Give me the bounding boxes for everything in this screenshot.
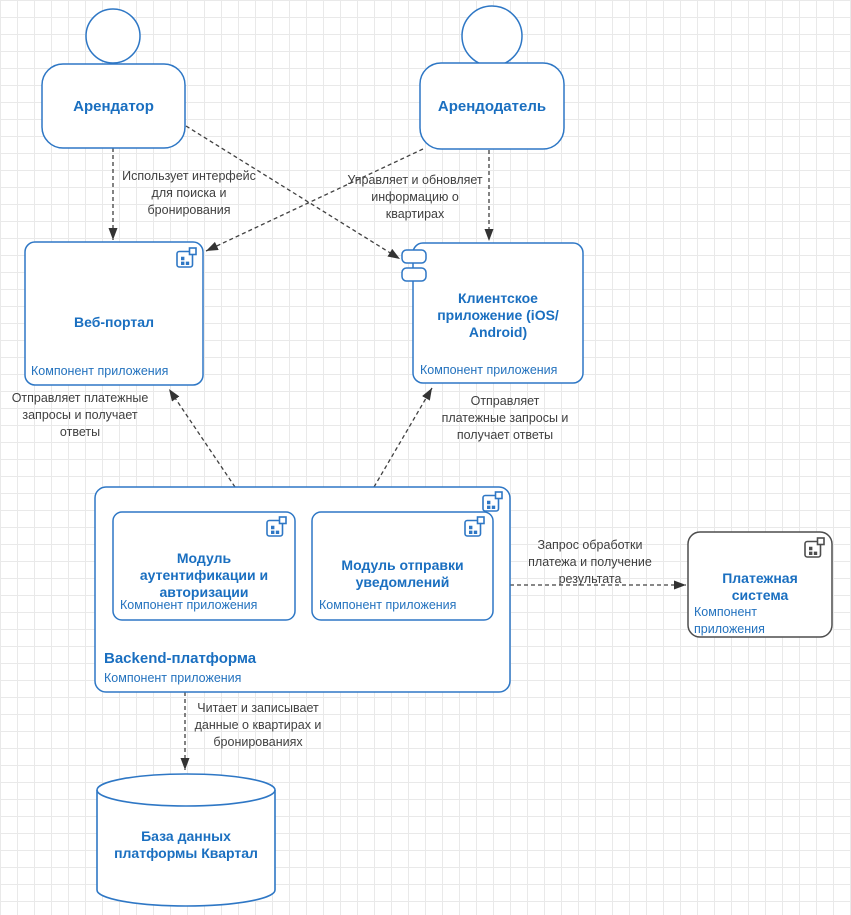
payment-system-subtitle: Компонент приложения bbox=[694, 605, 765, 636]
node-auth-module[interactable] bbox=[112, 511, 296, 621]
edge-label-landlord-client: Управляет и обновляет информацию о кварт… bbox=[347, 173, 483, 221]
notify-module-subtitle: Компонент приложения bbox=[319, 598, 457, 612]
interface-tab-icon bbox=[401, 267, 427, 282]
node-web-portal[interactable] bbox=[24, 241, 204, 386]
auth-module-subtitle: Компонент приложения bbox=[120, 598, 258, 612]
node-payment-system[interactable] bbox=[687, 531, 833, 638]
actor-tenant-body[interactable] bbox=[41, 63, 186, 149]
person-head-icon bbox=[461, 5, 523, 67]
database-cylinder-body bbox=[96, 790, 276, 907]
edge-label-backend-web: Отправляет платежные запросы и получает … bbox=[11, 391, 149, 439]
client-app-subtitle: Компонент приложения bbox=[420, 363, 558, 377]
web-portal-title: Веб-портал bbox=[74, 314, 154, 330]
web-portal-subtitle: Компонент приложения bbox=[31, 364, 169, 378]
node-database[interactable] bbox=[96, 773, 276, 907]
edge-label-backend-client: Отправляет платежные запросы и получает … bbox=[441, 394, 569, 442]
actor-landlord-body[interactable] bbox=[419, 62, 565, 150]
actor-landlord-label: Арендодатель bbox=[437, 98, 547, 115]
database-cylinder-top bbox=[96, 773, 276, 807]
backend-subtitle: Компонент приложения bbox=[104, 671, 242, 685]
actor-tenant-shape[interactable] bbox=[41, 8, 186, 149]
payment-system-title: Платежная система bbox=[722, 570, 798, 603]
edge-backend-client[interactable] bbox=[373, 387, 433, 488]
node-notify-module[interactable] bbox=[311, 511, 494, 621]
database-title: База данных платформы Квартал bbox=[114, 828, 258, 861]
edge-landlord-web[interactable] bbox=[205, 148, 424, 252]
backend-title: Backend-платформа bbox=[104, 650, 257, 667]
edge-label-backend-payment: Запрос обработки платежа и получение рез… bbox=[528, 538, 652, 586]
auth-module-title: Модуль аутентификации и авторизации bbox=[139, 550, 269, 600]
edge-label-tenant-web: Использует интерфейс для поиска и бронир… bbox=[122, 169, 256, 217]
client-app-title: Клиентское приложение (iOS/ Android) bbox=[437, 290, 559, 340]
notify-module-title: Модуль отправки уведомлений bbox=[341, 557, 464, 590]
actor-landlord-shape[interactable] bbox=[419, 5, 565, 150]
interface-tab-icon bbox=[401, 249, 427, 264]
node-client-app[interactable] bbox=[412, 242, 584, 384]
person-head-icon bbox=[85, 8, 141, 64]
edge-backend-web[interactable] bbox=[168, 388, 236, 488]
actor-tenant-label: Арендатор bbox=[73, 98, 154, 115]
edge-label-backend-db: Читает и записывает данные о квартирах и… bbox=[194, 701, 322, 749]
